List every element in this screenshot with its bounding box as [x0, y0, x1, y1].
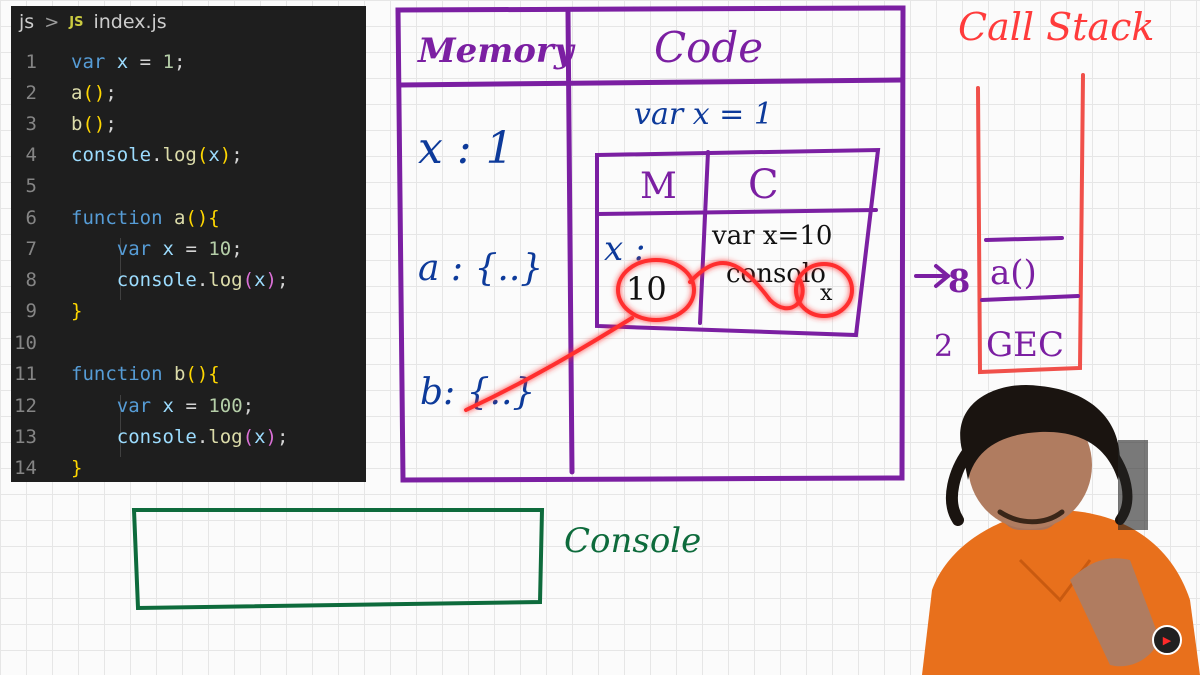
code-line[interactable]: 13 console.log(x);	[11, 422, 366, 453]
code-line[interactable]: 14 }	[11, 453, 366, 482]
line-number: 10	[14, 332, 37, 354]
execution-context-box	[395, 5, 906, 483]
code-line[interactable]: 8 console.log(x);	[11, 265, 366, 296]
youtube-subscribe-icon[interactable]: ▶	[1152, 625, 1182, 655]
line-number: 3	[25, 113, 37, 135]
code-line-var-x: var x = 1	[634, 97, 773, 132]
code-line[interactable]: 1 var x = 1;	[11, 47, 366, 78]
breadcrumb-folder[interactable]: js	[19, 11, 35, 33]
inner-code-header: C	[748, 162, 779, 208]
inner-code-line-1: var x=10	[711, 221, 832, 251]
inner-code-x: x	[820, 281, 833, 306]
code-line[interactable]: 5	[11, 171, 366, 202]
line-number: 14	[14, 457, 37, 479]
memory-entry-b: b: {..}	[420, 372, 535, 413]
stack-level-number: 2	[934, 329, 953, 364]
line-number: 9	[25, 300, 37, 322]
console-box	[131, 508, 545, 611]
line-number: 6	[25, 207, 37, 229]
line-number: 8	[25, 269, 37, 291]
indent-guide	[120, 238, 121, 300]
js-file-icon: JS	[69, 14, 84, 30]
code-line[interactable]: 6 function a(){	[11, 203, 366, 234]
inner-execution-context-box	[595, 147, 881, 338]
code-line[interactable]: 3 b();	[11, 109, 366, 140]
code-line[interactable]: 7 var x = 10;	[11, 234, 366, 265]
code-header: Code	[654, 23, 763, 72]
presenter-figure	[922, 384, 1200, 675]
memory-entry-a: a : {..}	[418, 248, 543, 289]
chevron-right-icon: >	[44, 11, 60, 33]
memory-header: Memory	[417, 31, 576, 71]
line-number: 7	[25, 238, 37, 260]
memory-entry-x: x : 1	[418, 123, 514, 174]
call-stack	[976, 73, 1085, 375]
inner-memory-ten: 10	[626, 270, 667, 308]
line-number: 13	[14, 426, 37, 448]
code-line[interactable]: 2 a();	[11, 78, 366, 109]
stack-arrow-number: 8	[948, 262, 970, 300]
call-stack-title: Call Stack	[958, 5, 1154, 49]
code-line[interactable]: 12 var x = 100;	[11, 391, 366, 422]
line-number: 11	[14, 363, 37, 385]
arrow-right-icon	[914, 264, 952, 288]
line-number: 4	[25, 144, 37, 166]
line-number: 1	[25, 51, 37, 73]
breadcrumb: js > JS index.js	[11, 6, 366, 38]
inner-code-line-2: consolo	[726, 259, 826, 289]
code-line[interactable]: 10	[11, 328, 366, 359]
stack-frame-dividers	[980, 236, 1080, 302]
breadcrumb-file[interactable]: index.js	[93, 11, 167, 33]
highlight-strokes	[464, 258, 854, 412]
inner-memory-header: M	[640, 166, 677, 207]
line-number: 5	[25, 175, 37, 197]
code-line[interactable]: 11 function b(){	[11, 359, 366, 390]
console-label: Console	[564, 521, 701, 561]
indent-guide	[120, 395, 121, 457]
stack-frame-gec: GEC	[986, 325, 1064, 365]
line-number: 2	[25, 82, 37, 104]
stack-frame-a: a()	[990, 253, 1037, 293]
line-number: 12	[14, 395, 37, 417]
code-line[interactable]: 9 }	[11, 296, 366, 327]
code-line[interactable]: 4 console.log(x);	[11, 140, 366, 171]
code-editor[interactable]: js > JS index.js 1 var x = 1; 2 a(); 3 b…	[11, 6, 366, 482]
